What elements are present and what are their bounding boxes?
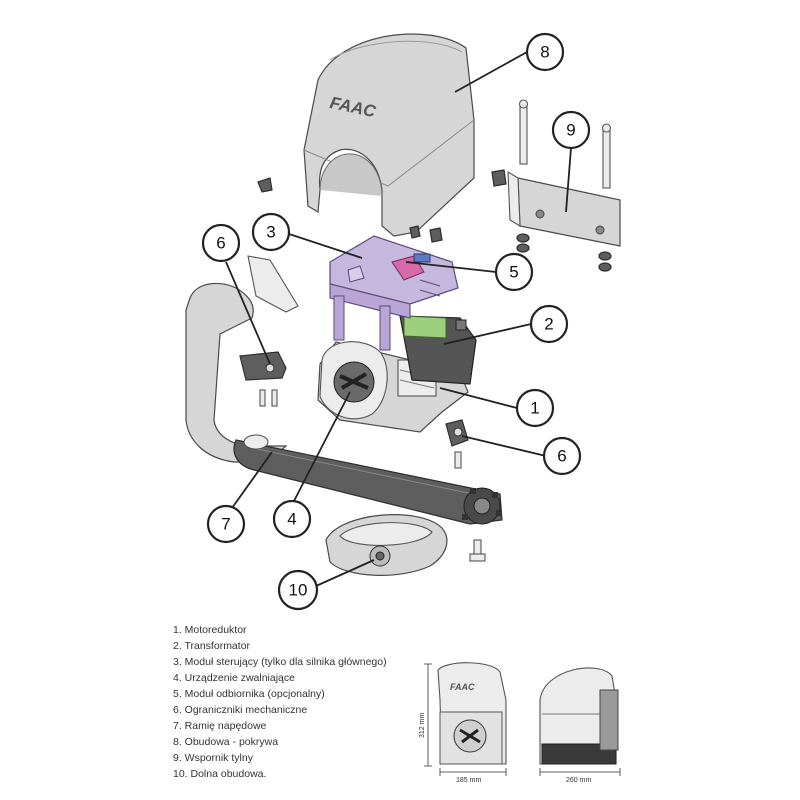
leader-6b [461,435,547,457]
svg-text:7: 7 [221,515,230,534]
transformer [399,315,477,385]
legend-item: 6. Ograniczniki mechaniczne [173,704,308,716]
svg-text:5: 5 [509,263,518,282]
callout-10: 10 [277,569,319,611]
callout-4: 4 [272,499,312,539]
bottom-bolt [469,539,486,562]
leader-10 [315,559,375,587]
clip-left [257,177,273,193]
dim-width-front: 260 mm [566,777,591,784]
legend-item: 9. Wspornik tylny [173,752,253,764]
leader-2 [443,323,532,345]
legend-item: 8. Obudowa - pokrywa [173,736,279,748]
callout-7: 7 [206,504,246,544]
bottom-housing [325,514,448,576]
callout-3: 3 [251,212,291,252]
drive-arm [185,282,503,525]
leader-9 [565,147,572,213]
leader-5 [405,261,497,273]
svg-text:3: 3 [266,223,275,242]
parts-legend: 1. Motoreduktor 2. Transformator 3. Modu… [173,622,387,782]
callout-6-left: 6 [201,223,241,263]
rear-bracket [507,99,621,272]
callout-2: 2 [529,304,569,344]
callout-9: 9 [551,110,591,150]
side-view-drawing: FAAC 312 mm 185 mm [419,662,507,784]
leader-3 [288,233,363,259]
svg-text:8: 8 [540,43,549,62]
dim-width-side: 185 mm [456,777,481,784]
cover-housing: FAAC [303,33,475,237]
callout-6-right: 6 [542,436,582,476]
legend-item: 5. Moduł odbiornika (opcjonalny) [173,688,325,700]
leader-7 [231,451,273,509]
leader-6a [225,261,271,365]
legend-item: 3. Moduł sterujący (tylko dla silnika gł… [173,656,387,668]
leader-8 [454,51,528,93]
clip-center-2 [409,225,421,239]
control-module [329,235,459,351]
legend-item: 4. Urządzenie zwalniające [173,672,295,684]
callout-5: 5 [494,252,534,292]
transformer-core [403,315,447,339]
svg-text:6: 6 [557,447,566,466]
mechanical-stop-right [445,419,469,469]
front-view-drawing: 260 mm [539,667,621,784]
clip-right [491,169,507,187]
bracket-bolt-right [602,127,611,189]
leader-1 [439,387,518,409]
callout-8: 8 [525,32,565,72]
legend-item: 10. Dolna obudowa. [173,768,267,780]
svg-text:9: 9 [566,121,575,140]
clip-center [429,227,443,243]
motoreductor [317,341,469,433]
svg-text:4: 4 [287,510,296,529]
callout-1: 1 [515,388,555,428]
bracket-bolt-left [519,103,528,165]
svg-text:2: 2 [544,315,553,334]
svg-text:1: 1 [530,399,539,418]
legend-item: 7. Ramię napędowe [173,720,267,732]
svg-text:10: 10 [289,581,308,600]
faac-logo-small: FAAC [450,682,475,692]
receiver-module [391,253,431,281]
svg-text:6: 6 [216,234,225,253]
mechanical-stop-left [239,255,299,407]
legend-item: 2. Transformator [173,640,251,652]
legend-item: 1. Motoreduktor [173,624,247,636]
dim-height: 312 mm [419,713,426,738]
leader-4 [293,391,351,502]
